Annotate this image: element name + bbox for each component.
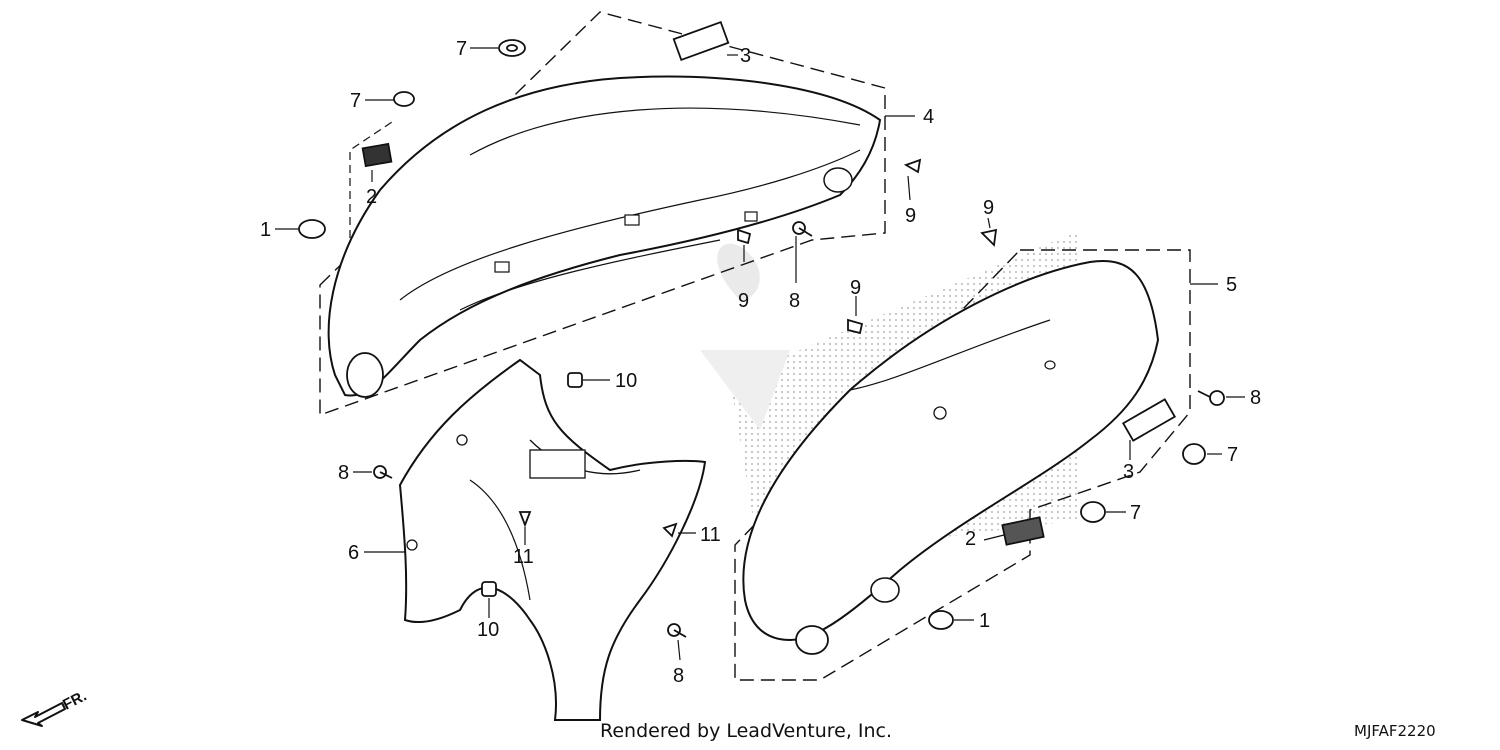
callout-10-b: 10 [477,619,499,641]
reflector-2-right [1001,516,1045,546]
callout-2-left: 2 [366,186,377,208]
callout-2-right: 2 [965,528,976,550]
diagram-code: MJFAF2220 [1354,722,1436,740]
callout-7-right-upper: 7 [1227,444,1238,466]
footer-credit: Rendered by LeadVenture, Inc. [600,720,893,742]
screw-11-b [662,522,678,538]
callout-1-right: 1 [979,610,990,632]
grommet-7-upper [393,91,415,107]
callout-1-left: 1 [260,219,271,241]
callout-7-top: 7 [456,38,467,60]
label-3-top [672,20,730,62]
side-cover [742,260,1160,655]
grommet-7-right-upper [1182,443,1206,465]
clip-9-d [847,318,864,335]
callout-3-right: 3 [1123,461,1134,483]
callout-8-b: 8 [1250,387,1261,409]
callout-3-top: 3 [740,45,751,67]
front-cover [327,75,882,398]
callout-11-a: 11 [700,524,721,546]
callout-6: 6 [348,542,359,564]
clip-9-c [737,228,752,245]
nut-10-a [567,372,583,388]
callout-9-c: 9 [738,290,749,312]
callout-8-c: 8 [338,462,349,484]
callout-8-a: 8 [789,290,800,312]
grommet-1-left [298,219,326,239]
label-3-right [1121,398,1177,442]
front-direction-indicator: FR. [21,687,89,727]
nut-10-b [481,581,497,597]
callout-11-b: 11 [513,546,534,568]
inner-cover [398,358,707,721]
grommet-1-right [928,610,954,630]
callout-7-right-lower: 7 [1130,502,1141,524]
callout-5: 5 [1226,274,1237,296]
grommet-7-right-lower [1080,501,1106,523]
callout-7-upper: 7 [350,90,361,112]
callout-9-d: 9 [850,277,861,299]
screw-11-a [518,511,532,528]
callout-labels: 7 7 3 4 2 1 9 9 9 8 9 5 10 8 7 3 8 7 11 … [260,38,1261,687]
front-cover-frame [319,11,886,416]
reflector-2-left [361,142,393,168]
callout-9-b: 9 [983,197,994,219]
screw-8-b [1209,390,1225,406]
callout-9-a: 9 [905,205,916,227]
callout-8-d: 8 [673,665,684,687]
callout-10-a: 10 [615,370,637,392]
callout-4: 4 [923,106,934,128]
clip-9-b [980,228,998,247]
leader-lines [275,47,1245,661]
clip-9-a [903,158,922,174]
arrow-icon [21,702,66,727]
